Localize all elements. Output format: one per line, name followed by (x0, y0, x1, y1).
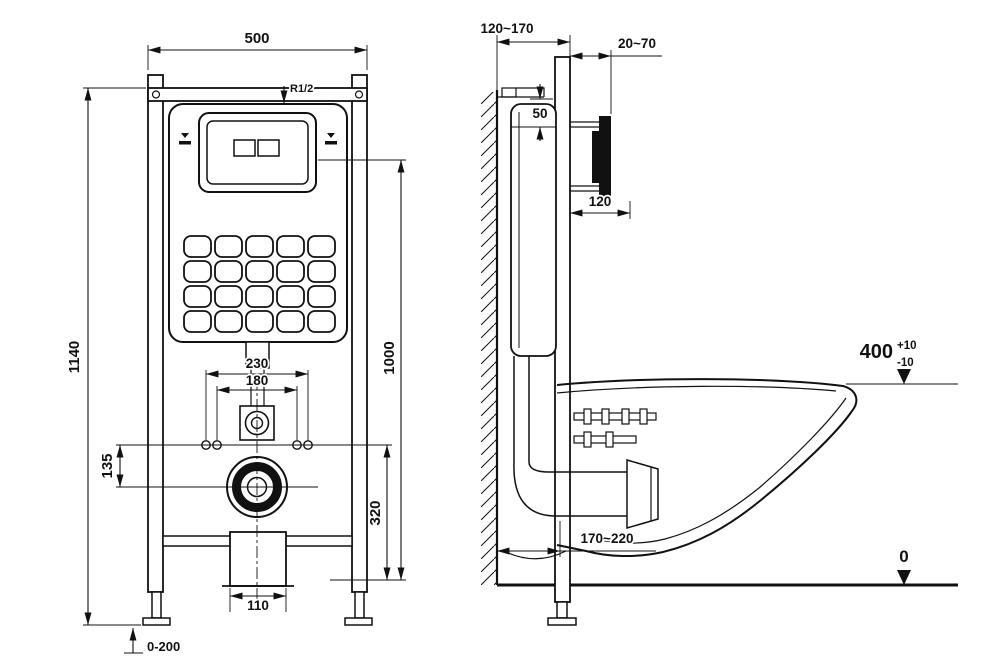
rim-tolerance-plus-label: +10 (897, 340, 917, 352)
floor-datum: 0 (897, 545, 911, 585)
dim-frame-depth-label: 120~170 (481, 21, 534, 36)
side-view: 120~170 20~70 50 120 170~220 400 +10 -10… (479, 19, 958, 626)
rim-height-label: 400 (860, 341, 893, 363)
brand-mark-left (179, 133, 191, 145)
flush-pipe (245, 341, 270, 369)
rim-tolerance-minus-label: -10 (897, 357, 914, 369)
dim-bolt-span: 180 (216, 371, 298, 440)
dim-axis-offset-label: 135 (99, 453, 116, 478)
carrier-frame-side (547, 56, 577, 626)
dim-outlet-depth: 170~220 (497, 521, 656, 557)
dim-overall-height: 1140 (64, 87, 146, 626)
dim-outlet-span-label: 230 (246, 356, 269, 371)
dim-feet-range-label: 0-200 (147, 639, 180, 654)
dim-wall-finish-label: 20~70 (618, 36, 656, 51)
dim-wall-finish: 20~70 (570, 34, 662, 114)
outlet-duct (222, 531, 294, 587)
dim-frame-depth: 120~170 (479, 19, 571, 90)
dim-button-height: 1000 (318, 159, 406, 581)
mounting-hardware (573, 408, 657, 448)
toilet-bowl-profile (556, 378, 858, 558)
dim-duct-width: 110 (229, 588, 287, 615)
dim-plate-depth-label: 120 (589, 194, 612, 209)
adjustable-foot (142, 617, 171, 626)
brand-mark-right (325, 133, 337, 145)
dim-width: 500 (147, 28, 368, 70)
rough-wall (481, 90, 499, 585)
carrier-frame-front (142, 74, 373, 626)
centerlines-front (116, 378, 392, 604)
adjustable-foot (547, 617, 577, 626)
cistern-side (497, 87, 557, 357)
dim-outlet-depth-label: 170~220 (581, 531, 634, 546)
dim-outlet-height: 320 (365, 445, 391, 580)
flush-button-small (233, 139, 256, 157)
datum-triangle-icon (897, 570, 911, 585)
dim-feet-range: 0-200 (124, 628, 182, 656)
front-view: 500 1140 1000 320 135 230 180 110 (64, 28, 406, 656)
dim-bracket: 50 (530, 84, 553, 141)
frame-bolt-icon (354, 90, 364, 99)
dim-plate-depth: 120 (570, 192, 631, 219)
dim-bolt-span-label: 180 (246, 373, 269, 388)
dim-duct-width-label: 110 (247, 598, 269, 613)
dim-width-label: 500 (244, 30, 269, 47)
wall-bracket (497, 87, 545, 98)
frame-bolt-icon (151, 90, 161, 99)
inlet-callout: R1/2 (280, 81, 315, 103)
dim-overall-height-label: 1140 (66, 341, 83, 374)
flush-button-large (257, 139, 280, 157)
wall-hatch (481, 92, 497, 585)
rim-height-datum: 400 +10 -10 (846, 338, 958, 385)
adjustable-foot (344, 617, 373, 626)
dim-axis-offset: 135 (97, 445, 124, 487)
waste-pipework (505, 356, 659, 560)
datum-triangle-icon (897, 369, 911, 384)
dim-bracket-label: 50 (532, 106, 547, 121)
pressure-plate-grid (183, 235, 336, 333)
dim-button-height-label: 1000 (381, 341, 398, 374)
inlet-thread-label: R1/2 (290, 83, 313, 95)
dim-outlet-span: 230 (205, 354, 309, 440)
flush-plate-side (570, 116, 611, 197)
dim-outlet-height-label: 320 (367, 500, 384, 525)
floor-level-label: 0 (899, 547, 908, 566)
flush-plate-front (179, 112, 337, 193)
outlet-connector-cone (626, 459, 659, 529)
